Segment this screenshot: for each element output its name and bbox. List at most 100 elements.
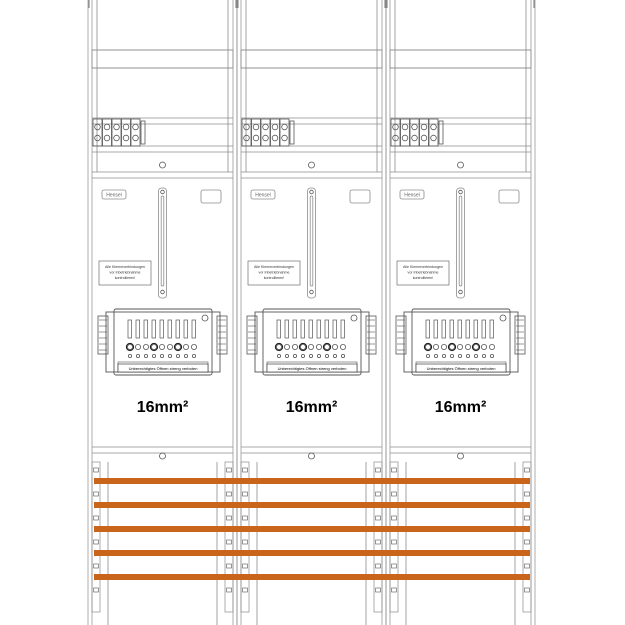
support-clip — [391, 491, 397, 497]
terminal-screw — [103, 123, 111, 131]
terminal-screw — [420, 123, 428, 131]
terminal-screw — [174, 343, 181, 350]
support-clip — [375, 467, 381, 473]
terminal-screw — [252, 123, 260, 131]
terminal-block — [111, 118, 122, 147]
center-slot-rail — [158, 187, 167, 299]
terminal-screw — [472, 343, 479, 350]
terminal-screw — [276, 353, 281, 358]
support-clip — [524, 491, 530, 497]
mounting-hole — [308, 161, 315, 169]
terminal-screw — [284, 353, 289, 358]
busbar-support — [389, 461, 399, 613]
terminal-tab — [332, 319, 337, 339]
terminal-screw — [488, 343, 495, 350]
terminal-screw — [441, 353, 446, 358]
warning-label: Unberechtigtes Öffnen streng verboten — [427, 366, 496, 371]
terminal-note-sticker — [247, 260, 301, 286]
terminal-screw — [127, 353, 132, 358]
terminal-block — [251, 118, 261, 147]
support-clip — [524, 587, 530, 593]
terminal-tab — [127, 319, 132, 339]
terminal-tab — [159, 319, 164, 339]
mounting-hole — [308, 452, 315, 460]
main-terminal-screw — [125, 342, 135, 352]
support-clip — [391, 539, 397, 545]
main-terminal-screw — [298, 342, 308, 352]
busbar — [94, 502, 530, 508]
din-rail-top — [389, 49, 532, 69]
mounting-hole — [457, 452, 464, 460]
mounting-hole — [457, 161, 464, 169]
terminal-screw — [456, 343, 463, 350]
meter-base-outline — [105, 311, 221, 373]
warning-label-box — [415, 363, 507, 373]
terminal-note-line: vor Inbetriebnahme — [259, 271, 290, 275]
terminal-screw — [401, 134, 409, 142]
terminal-screw — [134, 343, 141, 350]
busbar-support — [522, 461, 532, 613]
terminal-screw — [262, 123, 269, 131]
terminal-screw — [113, 134, 120, 142]
cross-section-label: 16mm² — [286, 399, 338, 416]
terminal-screw — [191, 353, 196, 358]
support-clip — [242, 467, 248, 473]
terminal-screw — [424, 343, 431, 350]
terminal-tab — [183, 319, 188, 339]
terminal-screw — [122, 123, 130, 131]
terminal-screw — [166, 343, 173, 350]
terminal-tab — [465, 319, 470, 339]
terminal-block — [121, 118, 131, 147]
rail-screw — [458, 289, 463, 295]
terminal-note-line: vor Inbetriebnahme — [408, 271, 439, 275]
support-clip — [375, 491, 381, 497]
terminal-block — [428, 118, 439, 147]
terminal-screw — [135, 353, 140, 358]
meter-base-group: Unberechtigtes Öffnen streng verboten — [246, 308, 377, 376]
terminal-screw — [489, 353, 494, 358]
center-slot-rail — [456, 187, 465, 299]
rail-screw — [160, 189, 165, 195]
terminal-screw — [420, 134, 428, 142]
terminal-note-line: kontrollieren! — [115, 276, 136, 280]
terminal-block — [130, 118, 141, 147]
terminal-end-plate — [438, 120, 444, 145]
support-clip — [375, 563, 381, 569]
terminal-screw — [392, 134, 399, 142]
terminal-tab — [284, 319, 289, 339]
busbar-support — [373, 461, 383, 613]
terminal-screw — [271, 123, 279, 131]
support-clip — [524, 563, 530, 569]
terminal-screw — [300, 353, 305, 358]
terminal-screw — [159, 353, 164, 358]
support-clip — [524, 539, 530, 545]
brand-plate — [101, 189, 127, 200]
brand-label: Hensel — [404, 193, 420, 199]
corner-screw — [350, 314, 358, 322]
din-rail-top — [240, 49, 383, 69]
terminal-screw — [331, 343, 338, 350]
terminal-screw — [175, 353, 180, 358]
center-slot — [309, 195, 314, 287]
terminal-tab — [292, 319, 297, 339]
terminal-block — [260, 118, 271, 147]
terminal-screw — [401, 123, 409, 131]
terminal-tab — [191, 319, 196, 339]
terminal-screw — [473, 353, 478, 358]
terminal-screw — [262, 134, 269, 142]
terminal-screw — [316, 353, 321, 358]
terminal-tab — [449, 319, 454, 339]
support-clip — [226, 587, 232, 593]
meter-base-frame — [262, 308, 362, 376]
terminal-screw — [183, 353, 188, 358]
terminal-screw — [411, 123, 418, 131]
terminal-screw — [323, 343, 330, 350]
cross-section-label: 16mm² — [435, 399, 487, 416]
terminal-screw — [243, 123, 250, 131]
brand-label: Hensel — [255, 193, 271, 199]
terminal-screw — [252, 134, 260, 142]
